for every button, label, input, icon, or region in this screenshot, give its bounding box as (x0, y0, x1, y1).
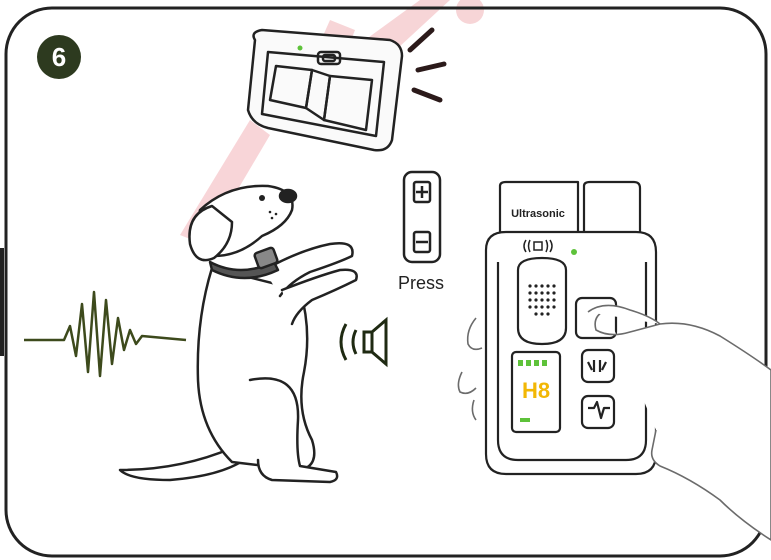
press-label: Press (398, 273, 444, 293)
step-badge: 6 (37, 35, 81, 79)
press-key-icon (404, 172, 440, 262)
ultrasonic-waveform (24, 292, 186, 376)
remote-brand-label: Ultrasonic (511, 208, 565, 220)
speaker-icon (341, 320, 386, 364)
vibration-lines-icon (410, 30, 444, 100)
remote-transmitter: H8 (486, 182, 656, 474)
display-readout: H8 (522, 378, 550, 403)
dog-illustration (120, 186, 357, 482)
step-number: 6 (52, 42, 66, 72)
left-edge-mark (0, 248, 4, 356)
collar-receiver (248, 30, 402, 150)
